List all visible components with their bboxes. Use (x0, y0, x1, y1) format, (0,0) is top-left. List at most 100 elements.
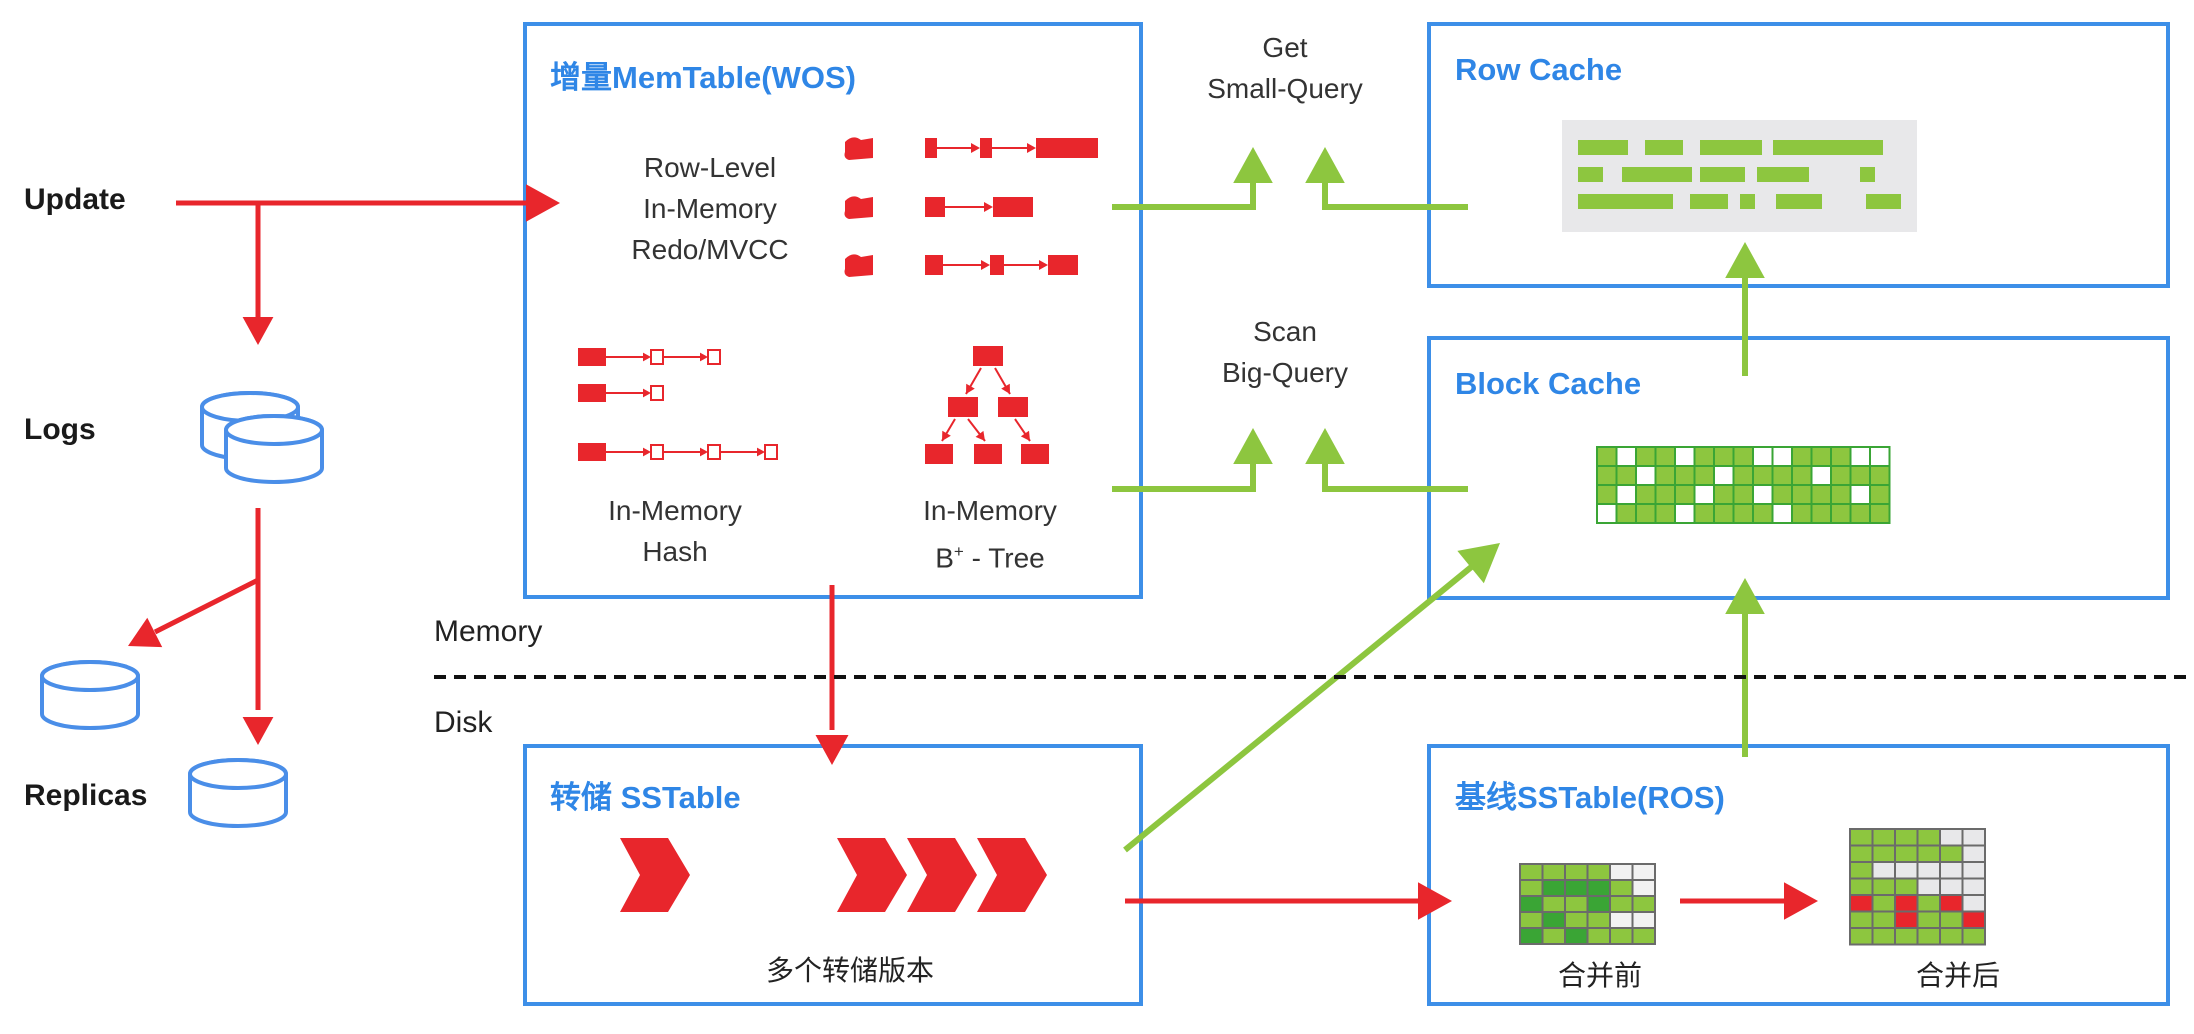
logs-label: Logs (24, 413, 96, 446)
block-cache-cell-4-10 (1771, 503, 1793, 524)
before-merge-cell-4-4 (1586, 911, 1611, 929)
before-merge-cell-3-2 (1541, 895, 1566, 913)
block-cache-cell-2-7 (1713, 465, 1735, 486)
after-merge-cell-4-4 (1916, 877, 1941, 896)
memtable-to-scan-arrowhead (1233, 428, 1273, 464)
mvcc-row-1-flag (844, 137, 873, 160)
get-query-label: Get Small-Query (1175, 27, 1395, 109)
btree-root (973, 346, 1003, 366)
logs-to-replica-1-line (153, 577, 260, 635)
update-to-memtable-arrowhead (526, 184, 560, 222)
btree-edge-left-leaf-2-arrowhead (975, 430, 985, 441)
after-merge-cell-7-2 (1871, 927, 1896, 946)
logs-to-replica-1-arrowhead (128, 617, 163, 648)
after-merge-cell-1-1 (1849, 828, 1874, 847)
block-cache-cell-1-1 (1596, 446, 1618, 467)
after-merge-cell-6-2 (1871, 910, 1896, 929)
after-merge-cell-2-5 (1939, 844, 1964, 863)
before-merge-cell-1-3 (1564, 863, 1589, 881)
block-cache-cell-4-13 (1830, 503, 1852, 524)
before-merge-cell-1-1 (1519, 863, 1544, 881)
dump-sstable-title: 转储 SSTable (550, 780, 741, 815)
block-cache-cell-3-9 (1752, 484, 1774, 505)
after-merge-cell-5-3 (1894, 894, 1919, 913)
before-merge-cell-3-4 (1586, 895, 1611, 913)
before-merge-cell-2-5 (1609, 879, 1634, 897)
btree-line-2: B+ - Tree (880, 531, 1100, 578)
block-cache-cell-3-4 (1654, 484, 1676, 505)
before-merge-cell-4-1 (1519, 911, 1544, 929)
after-merge-cell-4-2 (1871, 877, 1896, 896)
after-merge-cell-4-1 (1849, 877, 1874, 896)
block-cache-cell-4-2 (1615, 503, 1637, 524)
before-merge-cell-2-1 (1519, 879, 1544, 897)
get-line-1: Get (1262, 32, 1308, 63)
block-cache-cell-3-2 (1615, 484, 1637, 505)
after-merge-cell-6-3 (1894, 910, 1919, 929)
after-merge-cell-3-1 (1849, 861, 1874, 880)
mvcc-row-1-node-1 (925, 138, 937, 158)
before-merge-cell-4-5 (1609, 911, 1634, 929)
dump-to-blockcache-arrowhead (1457, 543, 1500, 584)
hash-row-3-link-2-arrowhead (700, 447, 708, 457)
row-level-label: Row-Level In-Memory Redo/MVCC (600, 147, 820, 270)
logs-to-replica-2-arrowhead (242, 717, 274, 745)
memtable-box (523, 22, 1143, 599)
after-merge-cell-6-5 (1939, 910, 1964, 929)
btree-level-2-left (948, 397, 978, 417)
mvcc-row-3-node-1 (925, 255, 943, 275)
hash-line-2: Hash (642, 536, 708, 567)
dump-version-1 (620, 838, 690, 912)
hash-row-2-link-1-arrowhead (643, 388, 651, 398)
block-cache-cell-4-4 (1654, 503, 1676, 524)
before-merge-cell-2-3 (1564, 879, 1589, 897)
block-cache-cell-4-8 (1732, 503, 1754, 524)
after-merge-cell-4-5 (1939, 877, 1964, 896)
block-cache-cell-1-12 (1810, 446, 1832, 467)
mvcc-row-1-node-2 (980, 138, 992, 158)
before-merge-cell-1-5 (1609, 863, 1634, 881)
mvcc-row-3-flag (844, 254, 873, 277)
before-merge-cell-3-5 (1609, 895, 1634, 913)
after-merge-cell-7-1 (1849, 927, 1874, 946)
block-cache-cell-2-11 (1791, 465, 1813, 486)
block-cache-cell-3-13 (1830, 484, 1852, 505)
scan-line-1: Scan (1253, 316, 1317, 347)
before-merge-cell-4-6 (1631, 911, 1656, 929)
block-cache-cell-1-11 (1791, 446, 1813, 467)
row-cache-title: Row Cache (1455, 52, 1623, 87)
before-merge-cell-5-6 (1631, 927, 1656, 945)
block-cache-cell-1-10 (1771, 446, 1793, 467)
mvcc-row-3-node-3 (1048, 255, 1078, 275)
block-cache-cell-2-9 (1752, 465, 1774, 486)
hash-row-3-node-3 (764, 444, 778, 460)
btree-b: B (935, 542, 954, 574)
hash-row-1-link-2-arrowhead (700, 352, 708, 362)
row-cache-bar-2-4 (1757, 167, 1809, 182)
block-cache-cell-4-9 (1752, 503, 1774, 524)
mvcc-row-3-link-1-arrowhead (981, 260, 990, 270)
after-merge-cell-4-6 (1961, 877, 1986, 896)
block-cache-cell-2-3 (1635, 465, 1657, 486)
mvcc-row-2-flag (844, 196, 873, 219)
after-merge-cell-1-3 (1894, 828, 1919, 847)
row-cache-bar-2-5 (1860, 167, 1875, 182)
baseline-sstable-title: 基线SSTable(ROS) (1455, 780, 1725, 815)
dump-version-4 (977, 838, 1047, 912)
hash-row-3-link-3-arrowhead (757, 447, 765, 457)
row-cache-bar-3-5 (1866, 194, 1901, 209)
before-merge-cell-3-6 (1631, 895, 1656, 913)
mvcc-row-2-node-1 (925, 197, 945, 217)
btree-leaf-2 (974, 444, 1002, 464)
block-cache-cell-1-2 (1615, 446, 1637, 467)
after-merge-cell-3-6 (1961, 861, 1986, 880)
after-merge-cell-5-2 (1871, 894, 1896, 913)
after-merge-cell-3-5 (1939, 861, 1964, 880)
before-merge-cell-1-4 (1586, 863, 1611, 881)
block-cache-cell-1-9 (1752, 446, 1774, 467)
hash-line-1: In-Memory (608, 495, 742, 526)
rowcache-to-get-line (1322, 180, 1468, 210)
block-cache-cell-1-8 (1732, 446, 1754, 467)
mvcc-row-2-link-1-arrowhead (984, 202, 993, 212)
row-level-line-1: Row-Level (643, 152, 777, 183)
